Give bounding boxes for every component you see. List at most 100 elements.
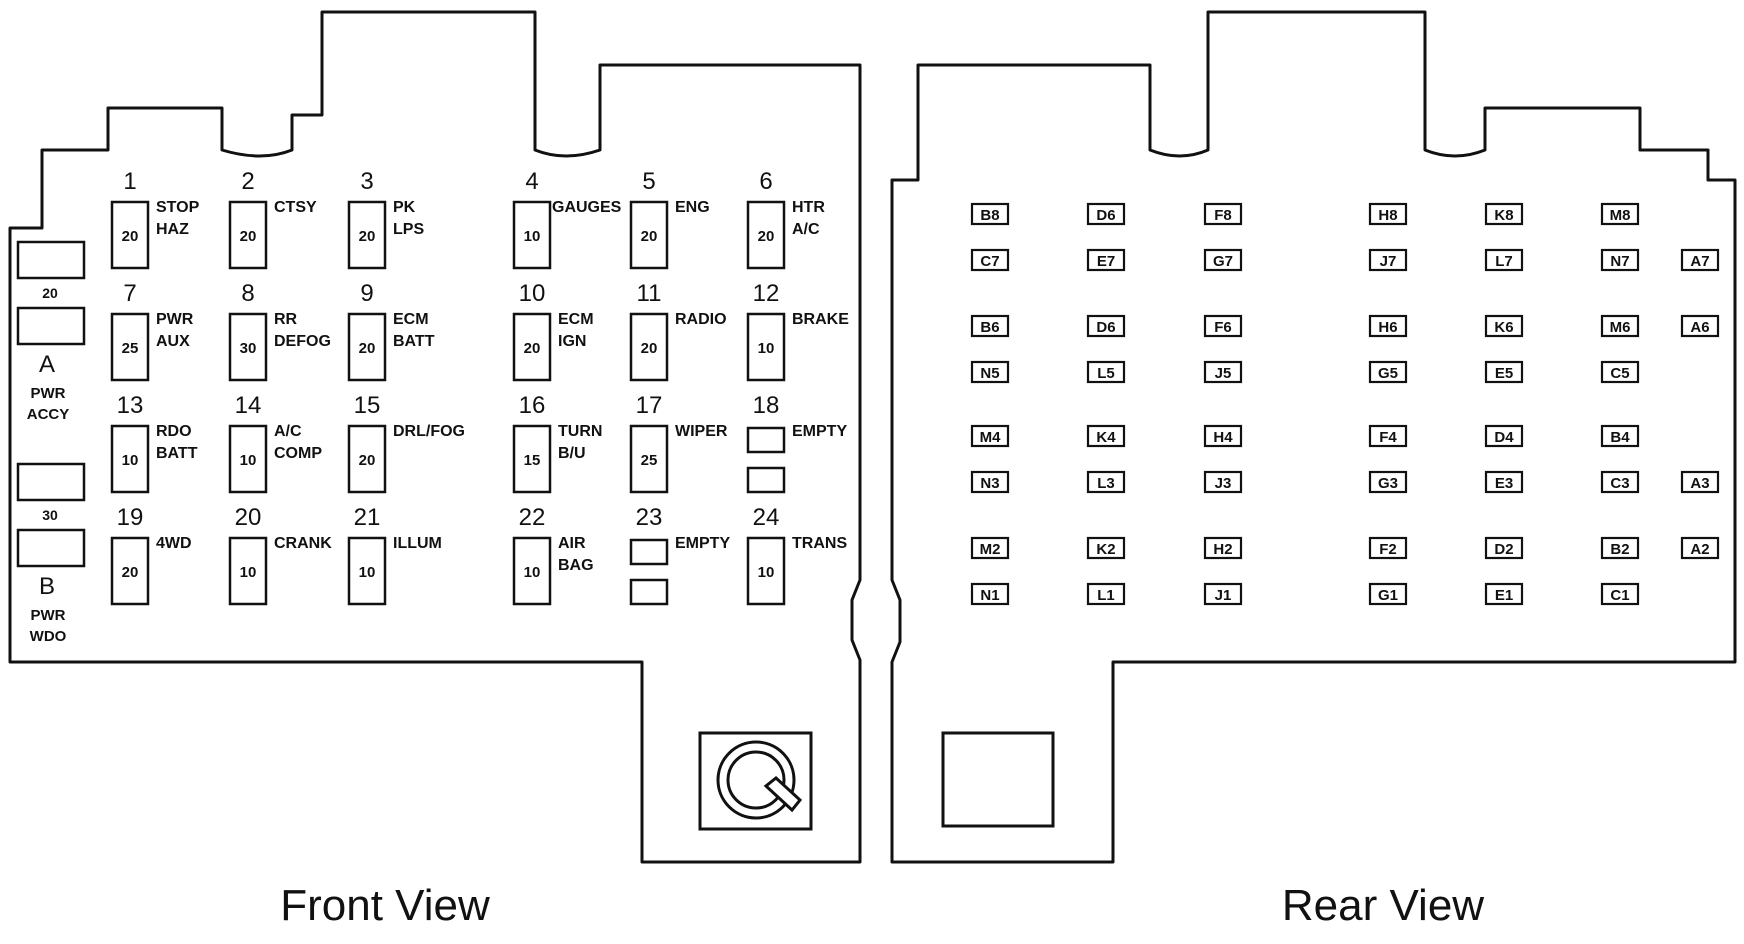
fuse-amperage: 10 [240,452,257,469]
terminal-box [1368,360,1408,384]
locator-tail [763,776,803,813]
terminal-box [970,360,1010,384]
terminal-label: M4 [980,429,1001,446]
fuse-amperage: 20 [524,340,541,357]
terminal-label: C5 [1610,365,1629,382]
terminal-box [1600,424,1640,448]
terminal-l5: L5 [1086,360,1126,384]
terminal-label: L7 [1495,253,1513,270]
locator-ring [716,740,796,820]
terminal-box [1484,582,1524,606]
terminal-box [1368,314,1408,338]
breaker-label-line: WDO [30,628,67,645]
fuse-body [228,200,268,270]
fuse-body [746,312,786,382]
terminal-label: N3 [980,475,999,492]
terminal-c7: C7 [970,248,1010,272]
terminal-label: A3 [1690,475,1709,492]
terminal-box [1203,470,1243,494]
terminal-box [1086,470,1126,494]
terminal-f8: F8 [1203,202,1243,226]
fuse-body [110,200,150,270]
fuse-amperage: 10 [758,340,775,357]
fuse-label-line: BATT [156,445,198,462]
terminal-a2: A2 [1680,536,1720,560]
fuse-amperage: 20 [359,228,376,245]
terminal-label: K8 [1494,207,1513,224]
fuse-amperage: 20 [240,228,257,245]
fuse-body [228,312,268,382]
fuse-number: 15 [354,392,381,419]
terminal-a3: A3 [1680,470,1720,494]
fuse-number: 22 [519,504,546,531]
fuse-label-line: CRANK [274,535,332,552]
terminal-h2: H2 [1203,536,1243,560]
terminal-box [970,424,1010,448]
terminal-label: C1 [1610,587,1629,604]
breaker-label-line: PWR [31,607,66,624]
terminal-label: B8 [980,207,999,224]
terminal-m6: M6 [1600,314,1640,338]
terminal-label: G3 [1378,475,1398,492]
terminal-label: L3 [1097,475,1115,492]
fuse-label-line: BRAKE [792,311,849,328]
terminal-box [1680,470,1720,494]
fuse-label-line: EMPTY [792,423,847,440]
terminal-label: A6 [1690,319,1709,336]
terminal-label: M8 [1610,207,1631,224]
terminal-f2: F2 [1368,536,1408,560]
terminal-b4: B4 [1600,424,1640,448]
terminal-label: J5 [1215,365,1232,382]
terminal-label: F8 [1214,207,1232,224]
fuse-number: 5 [642,168,655,195]
terminal-label: D4 [1494,429,1514,446]
fuse-body [512,200,552,270]
terminal-label: C3 [1610,475,1629,492]
fuse-amperage: 20 [641,340,658,357]
terminal-m4: M4 [970,424,1010,448]
breaker-label-line: ACCY [27,406,70,423]
fuse-label-line: ECM [393,311,429,328]
terminal-box [1600,314,1640,338]
fuse-amperage: 10 [758,564,775,581]
terminal-f4: F4 [1368,424,1408,448]
terminal-label: N1 [980,587,999,604]
fuse-body [347,424,387,494]
terminal-h4: H4 [1203,424,1243,448]
terminal-a6: A6 [1680,314,1720,338]
fuse-number: 16 [519,392,546,419]
fuse-amperage: 10 [524,228,541,245]
terminal-label: K6 [1494,319,1513,336]
terminal-label: E3 [1495,475,1513,492]
fuse-number: 4 [525,168,538,195]
front-panel-outline [8,10,862,864]
fuse-number: 10 [519,280,546,307]
breaker-amperage: 20 [42,285,58,301]
fuse-label-line: EMPTY [675,535,730,552]
terminal-box [1484,360,1524,384]
terminal-label: D6 [1096,319,1115,336]
fuse-amperage: 10 [240,564,257,581]
fuse-body [347,536,387,606]
terminal-box [1203,360,1243,384]
fuse-number: 17 [636,392,663,419]
fuse-amperage: 10 [122,452,139,469]
terminal-c3: C3 [1600,470,1640,494]
terminal-box [1203,424,1243,448]
terminal-label: A2 [1690,541,1709,558]
terminal-d2: D2 [1484,536,1524,560]
fuse-label-line: 4WD [156,535,192,552]
fuse-label-line: HTR [792,199,825,216]
